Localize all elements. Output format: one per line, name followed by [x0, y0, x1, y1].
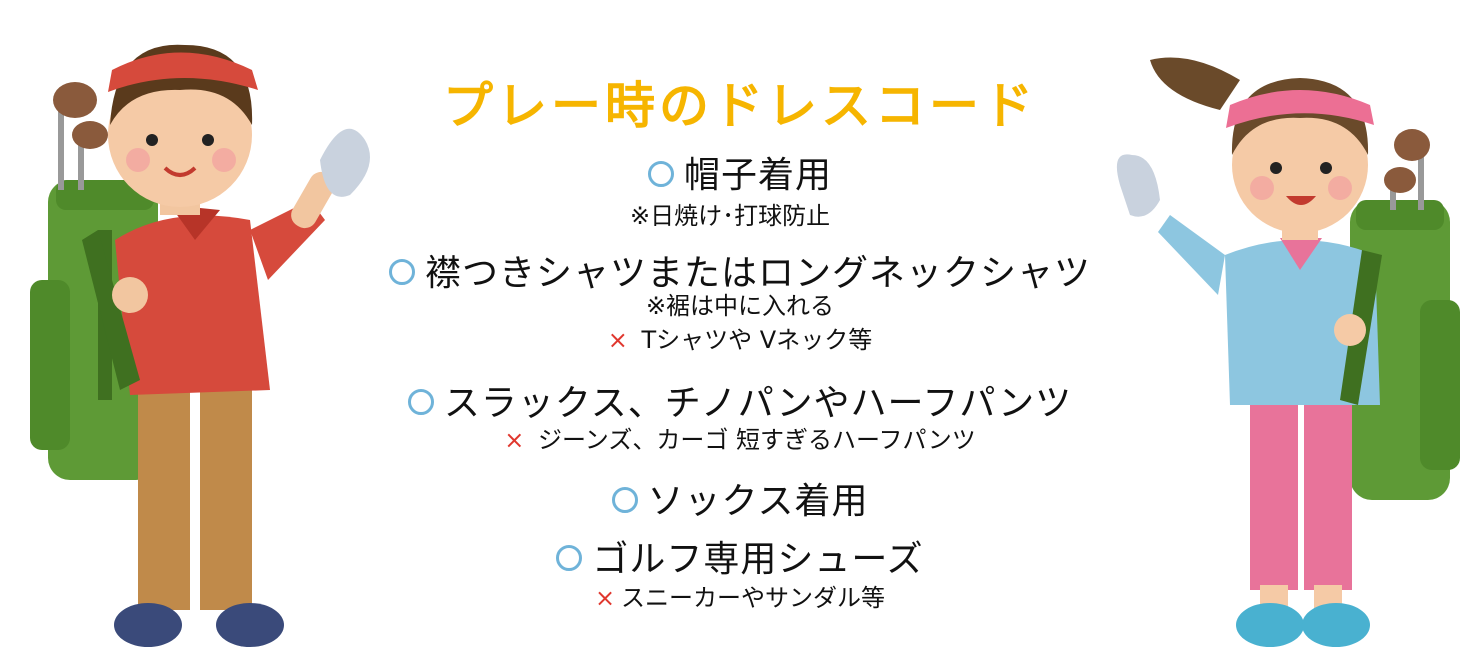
circle-mark-icon: [611, 487, 638, 513]
golfer-man-icon: [30, 44, 370, 647]
note-text: ※日焼け･打球防止: [630, 202, 831, 230]
circle-mark-icon: [647, 161, 674, 187]
item-label: ゴルフ専用シューズ: [592, 539, 924, 580]
golfer-woman-icon: [1116, 57, 1460, 647]
item-note: × Tシャツや Vネック等: [380, 320, 1100, 355]
page-title: プレー時のドレスコード: [443, 77, 1037, 135]
golfer-man-illustration: [20, 0, 400, 668]
note-text: ジーンズ、カーゴ 短すぎるハーフパンツ: [530, 426, 976, 454]
dress-code-panel: プレー時のドレスコード 帽子着用 ※日焼け･打球防止 襟つきシャツまたはロングネ…: [380, 0, 1100, 668]
item-label: スラックス、チノパンやハーフパンツ: [443, 383, 1073, 424]
cross-mark-icon: ×: [504, 426, 525, 454]
cross-mark-icon: ×: [607, 326, 628, 354]
circle-mark-icon: [556, 545, 583, 571]
item-note: ×スニーカーやサンダル等: [380, 578, 1100, 613]
cross-mark-icon: ×: [594, 584, 616, 612]
note-text: ※裾は中に入れる: [645, 292, 835, 320]
circle-mark-icon: [407, 389, 434, 415]
note-text: スニーカーやサンダル等: [621, 584, 886, 612]
item-hat: 帽子着用: [380, 146, 1100, 198]
circle-mark-icon: [388, 259, 415, 285]
note-text: Tシャツや Vネック等: [633, 326, 873, 354]
golfer-woman-illustration: [1100, 0, 1480, 668]
item-note: ※日焼け･打球防止: [630, 196, 830, 231]
item-socks: ソックス着用: [380, 472, 1100, 524]
item-label: 襟つきシャツまたはロングネックシャツ: [424, 253, 1091, 294]
item-note: ※裾は中に入れる: [380, 286, 1100, 321]
item-collar-shirt: 襟つきシャツまたはロングネックシャツ: [380, 244, 1100, 296]
item-golf-shoes: ゴルフ専用シューズ: [380, 530, 1100, 582]
item-label: ソックス着用: [647, 481, 869, 522]
item-slacks: スラックス、チノパンやハーフパンツ: [380, 374, 1100, 426]
item-note: × ジーンズ、カーゴ 短すぎるハーフパンツ: [380, 420, 1100, 455]
item-label: 帽子着用: [683, 155, 832, 196]
